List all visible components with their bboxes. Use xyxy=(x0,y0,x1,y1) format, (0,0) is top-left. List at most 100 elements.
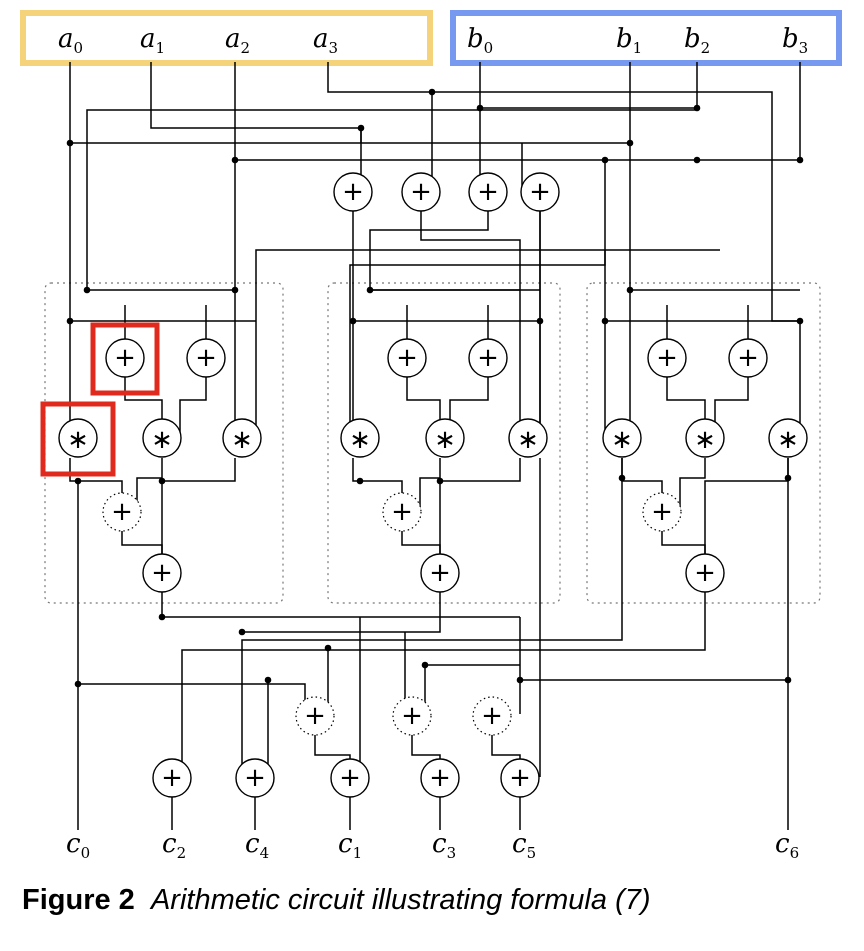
a-inputs-box xyxy=(20,10,433,66)
add-gate: + xyxy=(500,758,540,798)
svg-text:∗: ∗ xyxy=(349,425,371,455)
svg-text:+: + xyxy=(111,497,133,527)
add-gate: + xyxy=(333,172,373,212)
top-adder-row: + + + + xyxy=(333,172,560,212)
svg-text:+: + xyxy=(114,343,136,373)
label-b2: b2 xyxy=(684,24,710,57)
label-c6: c6 xyxy=(775,829,799,862)
add-gate: + xyxy=(647,338,687,378)
input-labels-a: a0 a1 a2 a3 xyxy=(58,24,338,57)
caption-label: Figure 2 xyxy=(22,884,135,916)
input-labels-b: b0 b1 b2 b3 xyxy=(467,24,808,57)
svg-text:∗: ∗ xyxy=(434,425,456,455)
label-c3: c3 xyxy=(432,829,456,862)
mul-gate: ∗ xyxy=(685,418,725,458)
output-stage-gates: + + + + + + + + xyxy=(152,696,540,798)
svg-text:+: + xyxy=(481,701,503,731)
svg-text:+: + xyxy=(244,763,266,793)
add-gate: + xyxy=(468,338,508,378)
svg-text:+: + xyxy=(429,558,451,588)
svg-text:+: + xyxy=(429,763,451,793)
add-gate: + xyxy=(105,338,145,378)
b-inputs-box xyxy=(450,10,842,66)
mul-gate: ∗ xyxy=(222,418,262,458)
junction-dots xyxy=(66,88,804,688)
svg-text:+: + xyxy=(151,558,173,588)
sub-circuit-middle xyxy=(327,282,561,604)
mul-gate: ∗ xyxy=(58,418,98,458)
label-a1: a1 xyxy=(140,24,165,57)
label-a0: a0 xyxy=(58,24,83,57)
svg-text:+: + xyxy=(410,177,432,207)
add-gate: + xyxy=(235,758,275,798)
mul-gate: ∗ xyxy=(602,418,642,458)
mul-gate: ∗ xyxy=(142,418,182,458)
sub-circuit-right xyxy=(586,282,821,604)
label-a3: a3 xyxy=(313,24,338,57)
caption-text: Arithmetic circuit illustrating formula … xyxy=(150,884,651,916)
add-gate-dotted: + xyxy=(102,492,142,532)
label-c1: c1 xyxy=(338,829,362,862)
add-gate: + xyxy=(142,553,182,593)
figure-caption: Figure 2 Arithmetic circuit illustrating… xyxy=(22,884,651,917)
add-gate: + xyxy=(420,758,460,798)
svg-text:∗: ∗ xyxy=(777,425,799,455)
add-gate: + xyxy=(186,338,226,378)
svg-text:+: + xyxy=(694,558,716,588)
highlight-box-add xyxy=(90,322,160,396)
add-gate-dotted: + xyxy=(382,492,422,532)
label-c2: c2 xyxy=(162,829,186,862)
add-gate: + xyxy=(401,172,441,212)
svg-text:+: + xyxy=(509,763,531,793)
svg-text:+: + xyxy=(304,701,326,731)
add-gate-dotted: + xyxy=(472,696,512,736)
add-gate: + xyxy=(728,338,768,378)
middle-block-gates: + + ∗ ∗ ∗ + + xyxy=(340,338,548,593)
highlight-box-mul xyxy=(40,401,116,477)
add-gate-dotted: + xyxy=(392,696,432,736)
svg-text:+: + xyxy=(396,343,418,373)
svg-text:∗: ∗ xyxy=(611,425,633,455)
label-c4: c4 xyxy=(245,829,269,862)
svg-text:+: + xyxy=(342,177,364,207)
svg-text:∗: ∗ xyxy=(694,425,716,455)
label-a2: a2 xyxy=(225,24,250,57)
svg-text:+: + xyxy=(529,177,551,207)
mul-gate: ∗ xyxy=(508,418,548,458)
add-gate: + xyxy=(387,338,427,378)
svg-text:+: + xyxy=(161,763,183,793)
svg-text:+: + xyxy=(477,177,499,207)
svg-text:∗: ∗ xyxy=(517,425,539,455)
add-gate: + xyxy=(468,172,508,212)
add-gate: + xyxy=(420,553,460,593)
label-c5: c5 xyxy=(512,829,536,862)
label-b1: b1 xyxy=(616,24,642,57)
svg-text:+: + xyxy=(656,343,678,373)
right-block-gates: + + ∗ ∗ ∗ + + xyxy=(602,338,808,593)
label-b3: b3 xyxy=(782,24,808,57)
svg-text:+: + xyxy=(737,343,759,373)
svg-text:+: + xyxy=(195,343,217,373)
add-gate-dotted: + xyxy=(642,492,682,532)
add-gate-dotted: + xyxy=(295,696,335,736)
svg-text:+: + xyxy=(651,497,673,527)
svg-text:+: + xyxy=(339,763,361,793)
svg-text:∗: ∗ xyxy=(67,425,89,455)
label-c0: c0 xyxy=(66,829,90,862)
mul-gate: ∗ xyxy=(340,418,380,458)
svg-text:∗: ∗ xyxy=(231,425,253,455)
left-block-gates: + + ∗ ∗ ∗ + + xyxy=(58,338,262,593)
svg-text:∗: ∗ xyxy=(151,425,173,455)
wires xyxy=(69,62,801,830)
svg-text:+: + xyxy=(477,343,499,373)
svg-text:+: + xyxy=(391,497,413,527)
add-gate: + xyxy=(685,553,725,593)
svg-text:+: + xyxy=(401,701,423,731)
mul-gate: ∗ xyxy=(425,418,465,458)
mul-gate: ∗ xyxy=(768,418,808,458)
add-gate: + xyxy=(330,758,370,798)
add-gate: + xyxy=(152,758,192,798)
add-gate: + xyxy=(520,172,560,212)
output-labels: c0 c2 c4 c1 c3 c5 c6 xyxy=(66,829,799,862)
